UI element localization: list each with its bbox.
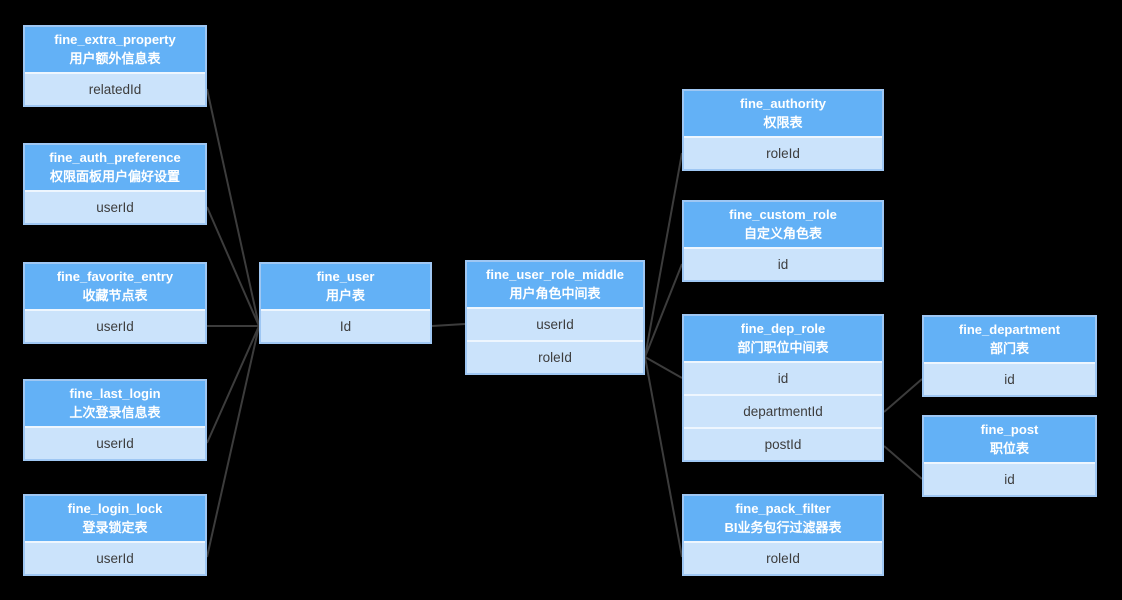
table-name: fine_authority <box>740 95 826 111</box>
table-name: fine_dep_role <box>740 320 826 336</box>
table-node-fine_favorite_entry[interactable]: fine_favorite_entry 收藏节点表 userId <box>23 262 207 344</box>
table-header[interactable]: fine_last_login 上次登录信息表 <box>25 381 205 426</box>
relation-line <box>644 152 683 358</box>
table-label-zh: 权限表 <box>763 114 803 130</box>
field-row-userId[interactable]: userId <box>25 190 205 223</box>
field-row-roleId[interactable]: roleId <box>467 340 643 373</box>
table-node-fine_authority[interactable]: fine_authority 权限表 roleId <box>682 89 884 171</box>
table-label-zh: 登录锁定表 <box>82 519 148 535</box>
relation-line <box>644 356 683 558</box>
table-header[interactable]: fine_favorite_entry 收藏节点表 <box>25 264 205 309</box>
table-node-fine_login_lock[interactable]: fine_login_lock 登录锁定表 userId <box>23 494 207 576</box>
field-row-userId[interactable]: userId <box>467 307 643 340</box>
relation-line <box>206 206 260 327</box>
table-label-zh: 用户角色中间表 <box>509 285 601 301</box>
relation-line <box>206 88 260 327</box>
table-label-zh: 部门职位中间表 <box>737 339 829 355</box>
table-node-fine_post[interactable]: fine_post 职位表 id <box>922 415 1097 497</box>
table-header[interactable]: fine_auth_preference 权限面板用户偏好设置 <box>25 145 205 190</box>
table-node-fine_custom_role[interactable]: fine_custom_role 自定义角色表 id <box>682 200 884 282</box>
table-header[interactable]: fine_dep_role 部门职位中间表 <box>684 316 882 361</box>
field-row-id[interactable]: id <box>924 362 1095 395</box>
field-row-roleId[interactable]: roleId <box>684 136 882 169</box>
table-name: fine_pack_filter <box>735 500 831 516</box>
table-label-zh: 部门表 <box>989 340 1029 356</box>
table-header[interactable]: fine_user_role_middle 用户角色中间表 <box>467 262 643 307</box>
relation-line <box>206 325 260 444</box>
table-label-zh: 用户额外信息表 <box>69 50 161 66</box>
table-header[interactable]: fine_extra_property 用户额外信息表 <box>25 27 205 72</box>
table-node-fine_last_login[interactable]: fine_last_login 上次登录信息表 userId <box>23 379 207 461</box>
table-label-zh: 职位表 <box>989 440 1029 456</box>
table-name: fine_user <box>316 268 375 284</box>
table-label-zh: BI业务包行过滤器表 <box>724 519 842 535</box>
relation-line <box>206 325 260 558</box>
table-name: fine_auth_preference <box>49 149 181 165</box>
field-row-relatedId[interactable]: relatedId <box>25 72 205 105</box>
table-node-fine_department[interactable]: fine_department 部门表 id <box>922 315 1097 397</box>
table-name: fine_favorite_entry <box>56 268 174 284</box>
table-label-zh: 权限面板用户偏好设置 <box>49 168 180 184</box>
table-name: fine_custom_role <box>729 206 837 222</box>
field-row-departmentId[interactable]: departmentId <box>684 394 882 427</box>
field-row-postId[interactable]: postId <box>684 427 882 460</box>
field-row-roleId[interactable]: roleId <box>684 541 882 574</box>
table-name: fine_department <box>958 321 1061 337</box>
table-label-zh: 用户表 <box>325 287 365 303</box>
field-row-userId[interactable]: userId <box>25 541 205 574</box>
table-header[interactable]: fine_login_lock 登录锁定表 <box>25 496 205 541</box>
table-header[interactable]: fine_user 用户表 <box>261 264 430 309</box>
relation-line <box>644 263 683 358</box>
field-row-id[interactable]: id <box>684 361 882 394</box>
table-header[interactable]: fine_authority 权限表 <box>684 91 882 136</box>
table-node-fine_user[interactable]: fine_user 用户表 Id <box>259 262 432 344</box>
field-row-userId[interactable]: userId <box>25 309 205 342</box>
table-node-fine_auth_preference[interactable]: fine_auth_preference 权限面板用户偏好设置 userId <box>23 143 207 225</box>
relation-line <box>883 445 923 480</box>
table-name: fine_user_role_middle <box>486 266 624 282</box>
field-row-id[interactable]: id <box>684 247 882 280</box>
table-label-zh: 自定义角色表 <box>743 225 822 241</box>
relation-line <box>431 323 466 327</box>
table-node-fine_extra_property[interactable]: fine_extra_property 用户额外信息表 relatedId <box>23 25 207 107</box>
table-label-zh: 收藏节点表 <box>82 287 148 303</box>
relation-line <box>883 378 923 413</box>
table-name: fine_last_login <box>69 385 161 401</box>
table-name: fine_extra_property <box>54 31 176 47</box>
table-header[interactable]: fine_department 部门表 <box>924 317 1095 362</box>
relation-line <box>644 356 683 379</box>
table-name: fine_post <box>980 421 1039 437</box>
field-row-userId[interactable]: userId <box>25 426 205 459</box>
field-row-id[interactable]: id <box>924 462 1095 495</box>
field-row-Id[interactable]: Id <box>261 309 430 342</box>
table-name: fine_login_lock <box>67 500 163 516</box>
table-header[interactable]: fine_post 职位表 <box>924 417 1095 462</box>
table-header[interactable]: fine_custom_role 自定义角色表 <box>684 202 882 247</box>
table-label-zh: 上次登录信息表 <box>69 404 161 420</box>
